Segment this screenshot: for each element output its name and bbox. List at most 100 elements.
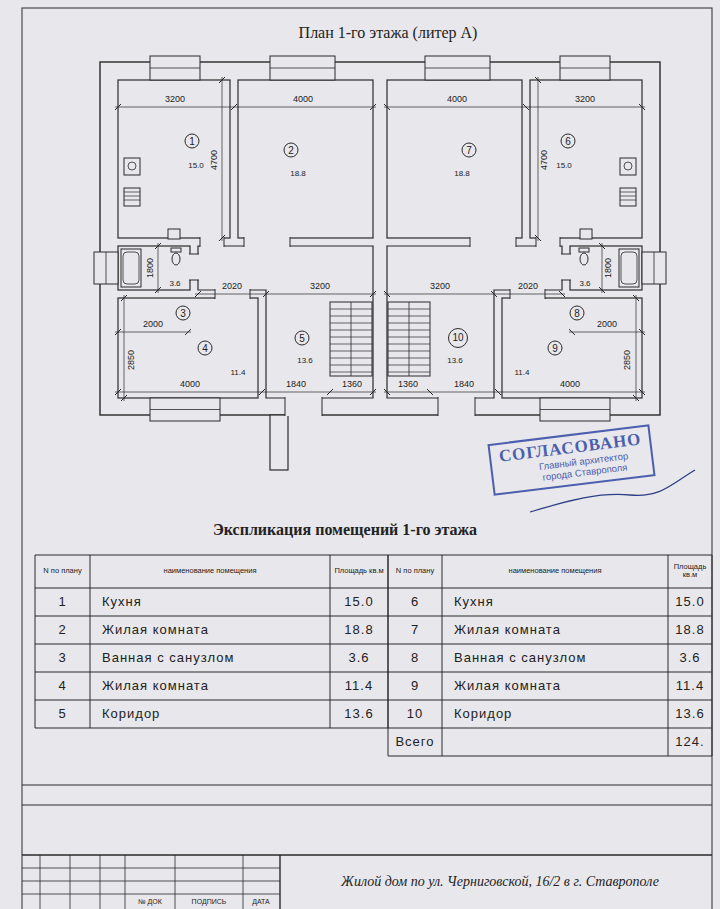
table-line (330, 555, 331, 728)
dimension: 1800 (146, 258, 156, 278)
dimension-tick (259, 389, 265, 395)
dimension: 1360 (398, 380, 418, 390)
window (270, 56, 335, 80)
dimension-line (124, 295, 125, 401)
window-line (654, 252, 655, 284)
table-line (35, 728, 388, 729)
table-line (388, 555, 712, 556)
room: 513.6 (198, 246, 373, 398)
vent-box (580, 229, 592, 239)
bathtub (121, 249, 141, 287)
table-header: N по плану (38, 567, 87, 575)
title-block-line (175, 855, 176, 909)
room-area: 18.8 (454, 169, 470, 178)
dimension-line (636, 295, 637, 401)
table-line (388, 756, 712, 757)
dimension-line (115, 332, 191, 333)
window-line (106, 252, 107, 284)
table-line (35, 555, 36, 728)
table-cell: 3.6 (679, 651, 700, 665)
title-block-line (22, 881, 280, 882)
stairs (330, 302, 372, 376)
dimension-tick (263, 291, 269, 297)
table-line (22, 805, 712, 806)
stove-line (124, 192, 140, 193)
stove-line (620, 192, 636, 193)
room-number: 10 (448, 328, 468, 348)
bathtub (621, 252, 637, 284)
table-line (388, 588, 712, 589)
room-outline (118, 80, 230, 238)
door-opening (285, 397, 322, 416)
title-block-cell: ДАТА (252, 898, 270, 906)
window-line (540, 409, 610, 410)
stove (124, 188, 140, 206)
dimension-tick (491, 291, 497, 297)
dimension: 1840 (454, 380, 474, 390)
title-block-line (22, 868, 280, 869)
table-total: 124. (675, 735, 704, 749)
window (642, 252, 666, 284)
table-cell: 7 (411, 623, 419, 637)
room-area: 11.4 (515, 368, 530, 377)
dimension-tick (495, 389, 501, 395)
dimension: 4000 (180, 380, 200, 390)
table-line (35, 588, 388, 589)
table-header: наименование помещения (93, 567, 327, 575)
table-line (668, 555, 669, 756)
drawing-title: Жилой дом по ул. Черниговской, 16/2 в г.… (341, 874, 659, 889)
room-number: 2 (284, 143, 299, 158)
dimension-tick (370, 389, 376, 395)
room-outline (118, 298, 258, 398)
dimension-tick (121, 395, 127, 401)
door-jamb (475, 397, 476, 416)
dimension-tick (231, 104, 237, 110)
table-cell: Кухня (102, 595, 142, 609)
dimension-tick (523, 104, 529, 110)
room-outline (387, 80, 522, 238)
dimension: 1360 (342, 380, 362, 390)
dimension: 2000 (143, 320, 163, 330)
table-cell: 4 (58, 679, 66, 693)
door-opening (561, 254, 571, 280)
door-opening (536, 237, 560, 247)
table-header: Площадь кв.м (671, 563, 709, 580)
table-cell: Жилая комната (454, 679, 561, 693)
dimension-tick (633, 295, 639, 301)
dimension-tick (639, 389, 645, 395)
room-outline (118, 246, 190, 290)
dimension-tick (639, 104, 645, 110)
explication-table (22, 555, 712, 909)
table-cell: Кухня (454, 595, 494, 609)
table-line (388, 644, 712, 645)
table-title: Экспликация помещений 1-го этажа (213, 521, 477, 539)
window-line (150, 409, 220, 410)
room-area: 13.6 (297, 356, 313, 365)
table-cell: 15.0 (344, 595, 373, 609)
room-outline (238, 80, 373, 238)
room-area: 3.6 (579, 279, 590, 288)
door-jamb (516, 237, 517, 247)
title-block-line (22, 894, 280, 895)
dimension-line (158, 243, 159, 293)
dimension: 3200 (575, 95, 595, 105)
door-jamb (285, 397, 286, 416)
title-block-line (40, 855, 41, 909)
title-block-line (22, 854, 712, 855)
table-line (442, 555, 443, 756)
room-outline (387, 246, 562, 398)
table-cell: Жилая комната (102, 679, 209, 693)
door-jamb (322, 397, 323, 416)
kitchen-sink (128, 162, 136, 170)
room-number: 6 (561, 134, 576, 149)
table-cell: Ванная с санузлом (454, 651, 586, 665)
door-jamb (224, 237, 225, 247)
door-opening (438, 397, 475, 416)
dimension-tick (219, 77, 225, 83)
title-block-line (100, 855, 101, 909)
dimension: 1840 (286, 380, 306, 390)
room-area: 15.0 (556, 161, 572, 170)
dimension-tick (155, 287, 161, 293)
stairs (388, 302, 430, 376)
table-total: Всего (395, 735, 434, 749)
